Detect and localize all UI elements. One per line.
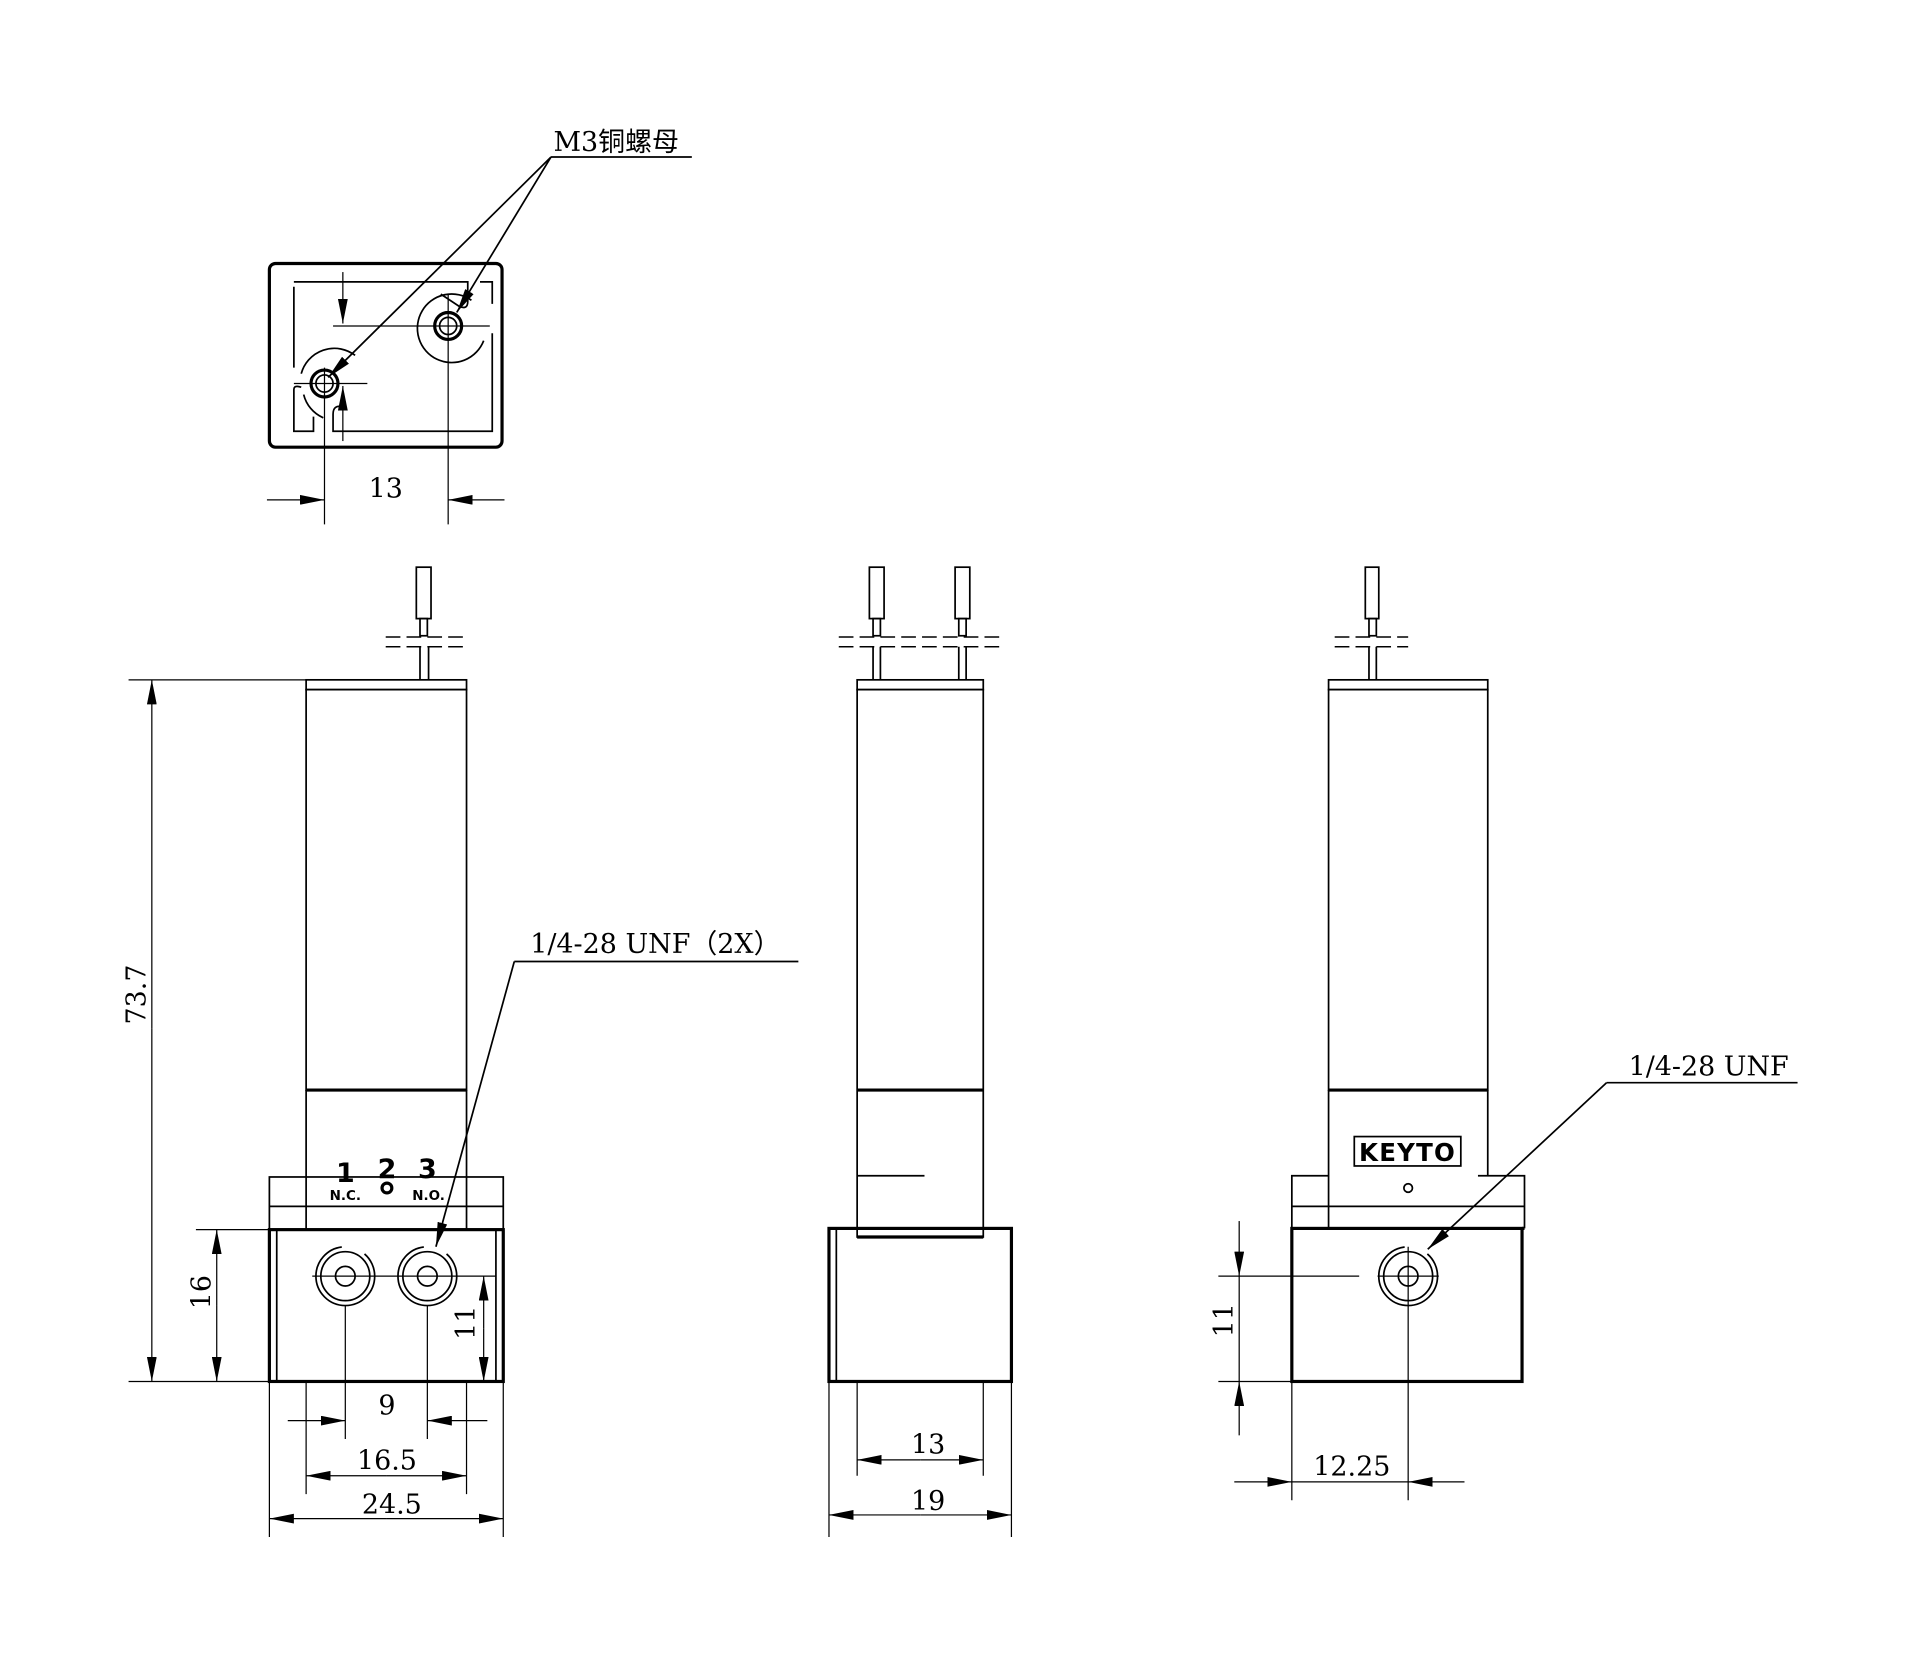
coil-body <box>856 688 985 1238</box>
dim-base-inner-width: 16.5 <box>357 1446 417 1477</box>
flange <box>1290 1174 1526 1229</box>
dim-body-width-side: 13 <box>911 1430 945 1461</box>
terminal-pin <box>1364 566 1380 620</box>
dim-port-spacing: 9 <box>378 1391 395 1422</box>
dim-top-spacing: 13 <box>369 473 403 504</box>
terminal-neck <box>419 617 429 637</box>
pin-lines <box>1368 646 1378 680</box>
nut-recess-right <box>416 293 485 364</box>
coil-cap <box>856 678 985 691</box>
callout-nut: M3铜螺母 <box>553 127 678 158</box>
rear-view: KEYTO 11 12.25 1/4-28 UNF <box>1209 566 1798 1501</box>
terminal-neck <box>1368 617 1378 637</box>
terminal-pin <box>415 566 432 620</box>
nut-recess-left <box>300 347 356 419</box>
leader-line <box>435 961 516 1248</box>
pin-lines <box>872 646 967 680</box>
dim-block-height: 16 <box>187 1275 218 1309</box>
dim-port-height-front: 11 <box>451 1306 482 1340</box>
dim-height-total: 73.7 <box>122 965 153 1025</box>
valve-block <box>1290 1226 1524 1384</box>
dim-port-offset-rear: 12.25 <box>1313 1452 1390 1483</box>
coil-body <box>305 688 468 1091</box>
terminal-pin <box>868 566 885 620</box>
coil-body <box>1327 688 1489 1091</box>
brand-plate <box>1353 1135 1462 1167</box>
leader-line <box>1427 1082 1608 1250</box>
dim-base-width-side: 19 <box>911 1486 945 1517</box>
dim-port-height-rear: 11 <box>1209 1303 1240 1337</box>
callout-ports-front: 1/4-28 UNF（2X） <box>530 929 780 960</box>
top-view-outline <box>267 261 504 449</box>
leader-line <box>327 156 552 378</box>
front-view: 1 N.C. 2 3 N.O. 73.7 16 11 9 16.5 24.5 <box>122 566 799 1537</box>
callout-port-side: 1/4-28 UNF <box>1629 1051 1789 1082</box>
leader-line <box>456 156 552 313</box>
side-view: 13 19 <box>827 566 1014 1537</box>
coil-cap <box>305 678 468 691</box>
valve-block <box>267 1228 505 1384</box>
port-label-2: 2 <box>378 1154 397 1185</box>
terminal-neck <box>957 617 967 637</box>
port-label-3: 3 <box>418 1154 437 1185</box>
terminal-pin <box>954 566 971 620</box>
terminal-neck <box>872 617 882 637</box>
port-label-no: N.O. <box>412 1189 445 1204</box>
brand-logo: KEYTO <box>1359 1138 1456 1167</box>
port-label-nc: N.C. <box>330 1189 361 1204</box>
port-2-mark <box>380 1181 394 1195</box>
coil-cap <box>1327 678 1489 691</box>
dim-base-width-front: 24.5 <box>362 1490 422 1521</box>
valve-block <box>827 1226 1014 1384</box>
indicator-hole <box>1403 1182 1414 1194</box>
top-view: 13 M3铜螺母 <box>266 127 692 525</box>
port-label-1: 1 <box>336 1158 355 1189</box>
